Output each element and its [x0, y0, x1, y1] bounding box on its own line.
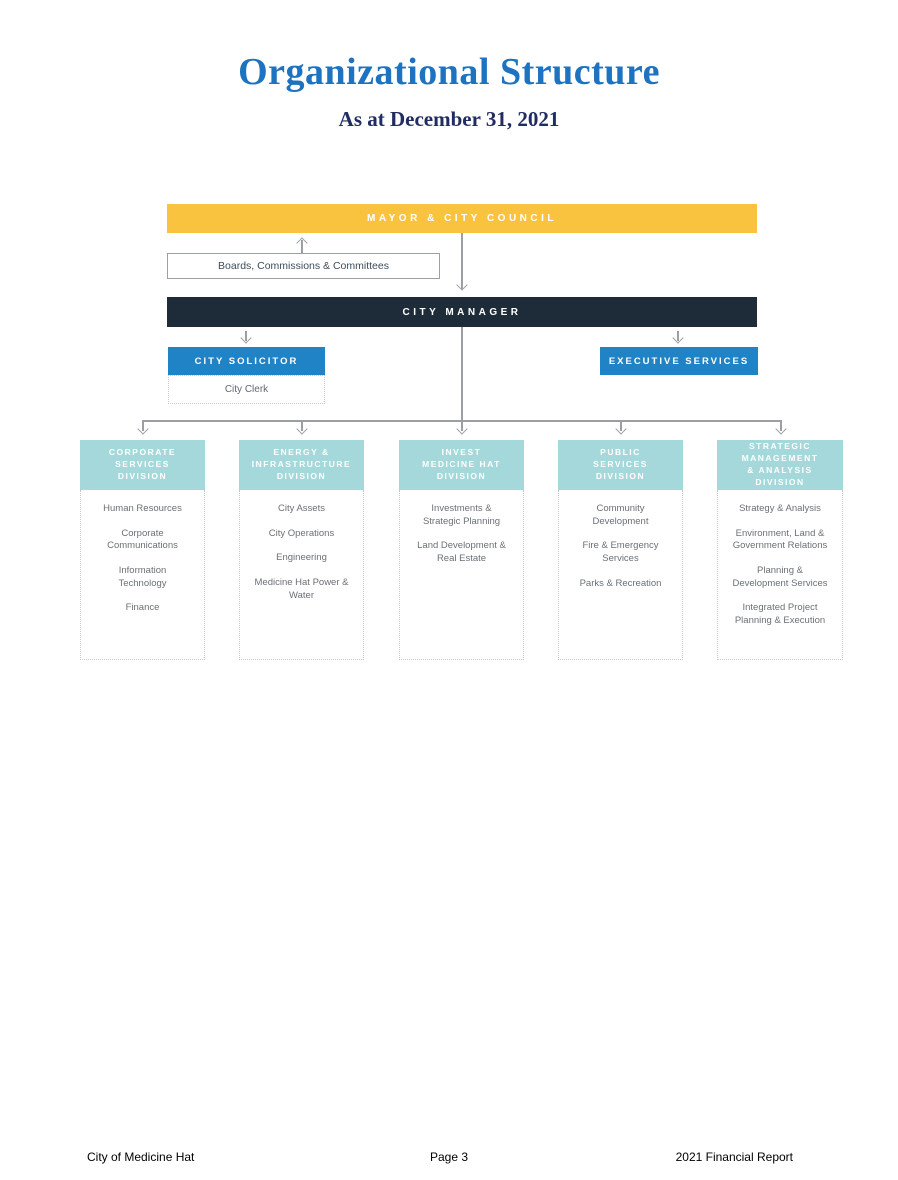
arrowhead-down-icon — [672, 332, 684, 344]
division-header: CORPORATE SERVICES DIVISION — [80, 440, 205, 490]
division-item: Community Development — [592, 503, 649, 527]
division-body: Community Development Fire & Emergency S… — [558, 490, 683, 660]
division-item: Strategy & Analysis — [739, 503, 821, 514]
division-invest-medicine-hat: INVEST MEDICINE HAT DIVISION Investments… — [399, 440, 524, 660]
connector-manager-trunk — [461, 327, 463, 421]
page-footer: City of Medicine Hat Page 3 2021 Financi… — [0, 1150, 898, 1166]
connector-rail-to-division-1 — [142, 420, 144, 431]
arrowhead-down-icon — [456, 279, 468, 291]
arrowhead-down-icon — [296, 423, 308, 435]
footer-report-name: 2021 Financial Report — [675, 1150, 793, 1164]
division-body: City Assets City Operations Engineering … — [239, 490, 364, 660]
connector-rail-to-division-5 — [780, 420, 782, 431]
division-energy-infrastructure: ENERGY & INFRASTRUCTURE DIVISION City As… — [239, 440, 364, 660]
division-body: Human Resources Corporate Communications… — [80, 490, 205, 660]
division-title: PUBLIC SERVICES DIVISION — [593, 447, 648, 481]
division-item: Investments & Strategic Planning — [422, 503, 501, 527]
division-item: Environment, Land & Government Relations — [732, 527, 828, 552]
city-manager-box: CITY MANAGER — [167, 297, 757, 327]
arrowhead-down-icon — [240, 332, 252, 344]
division-title: CORPORATE SERVICES DIVISION — [108, 447, 177, 481]
connector-boards-to-mayor — [301, 240, 303, 253]
division-body: Investments & Strategic Planning Land De… — [399, 490, 524, 660]
division-item: Planning & Development Services — [732, 564, 828, 589]
division-item: Integrated Project Planning & Execution — [734, 602, 826, 626]
arrowhead-down-icon — [137, 423, 149, 435]
division-item: Land Development & Real Estate — [417, 540, 506, 564]
division-item: Finance — [125, 602, 160, 614]
division-body: Strategy & Analysis Environment, Land & … — [717, 490, 843, 660]
division-header: STRATEGIC MANAGEMENT & ANALYSIS DIVISION — [717, 440, 843, 490]
arrowhead-down-icon — [615, 423, 627, 435]
division-title: STRATEGIC MANAGEMENT & ANALYSIS DIVISION — [741, 441, 819, 487]
connector-manager-to-solicitor — [245, 331, 247, 341]
footer-page-number: Page 3 — [429, 1150, 469, 1164]
division-public-services: PUBLIC SERVICES DIVISION Community Devel… — [558, 440, 683, 660]
mayor-city-council-box: MAYOR & CITY COUNCIL — [167, 204, 757, 233]
page-subtitle: As at December 31, 2021 — [338, 107, 560, 131]
connector-manager-to-executive — [677, 331, 679, 341]
division-item: Human Resources — [103, 503, 182, 514]
division-header: INVEST MEDICINE HAT DIVISION — [399, 440, 524, 490]
division-item: Engineering — [276, 552, 327, 564]
boards-commissions-committees-box: Boards, Commissions & Committees — [167, 253, 440, 279]
division-header: ENERGY & INFRASTRUCTURE DIVISION — [239, 440, 364, 490]
connector-rail-to-division-3 — [461, 420, 463, 431]
connector-mayor-to-manager — [461, 233, 463, 289]
division-item: City Operations — [268, 527, 335, 539]
city-solicitor-box: CITY SOLICITOR — [168, 347, 325, 375]
footer-organization: City of Medicine Hat — [87, 1150, 195, 1164]
division-item: City Assets — [278, 503, 325, 514]
division-item: Medicine Hat Power & Water — [254, 576, 349, 601]
connector-rail-to-division-2 — [301, 420, 303, 431]
executive-services-box: EXECUTIVE SERVICES — [600, 347, 758, 375]
division-item: Parks & Recreation — [579, 577, 662, 589]
connector-rail-to-division-4 — [620, 420, 622, 431]
arrowhead-down-icon — [456, 423, 468, 435]
division-title: ENERGY & INFRASTRUCTURE DIVISION — [251, 447, 352, 481]
division-item: Fire & Emergency Services — [582, 540, 659, 564]
division-title: INVEST MEDICINE HAT DIVISION — [422, 447, 501, 481]
division-header: PUBLIC SERVICES DIVISION — [558, 440, 683, 490]
division-item: Corporate Communications — [107, 527, 178, 552]
city-clerk-box: City Clerk — [168, 375, 325, 404]
arrowhead-up-icon — [296, 237, 308, 249]
page-title: Organizational Structure — [238, 51, 660, 93]
division-strategic-management-analysis: STRATEGIC MANAGEMENT & ANALYSIS DIVISION… — [717, 440, 843, 660]
division-corporate-services: CORPORATE SERVICES DIVISION Human Resour… — [80, 440, 205, 660]
arrowhead-down-icon — [775, 423, 787, 435]
division-item: Information Technology — [118, 564, 167, 589]
